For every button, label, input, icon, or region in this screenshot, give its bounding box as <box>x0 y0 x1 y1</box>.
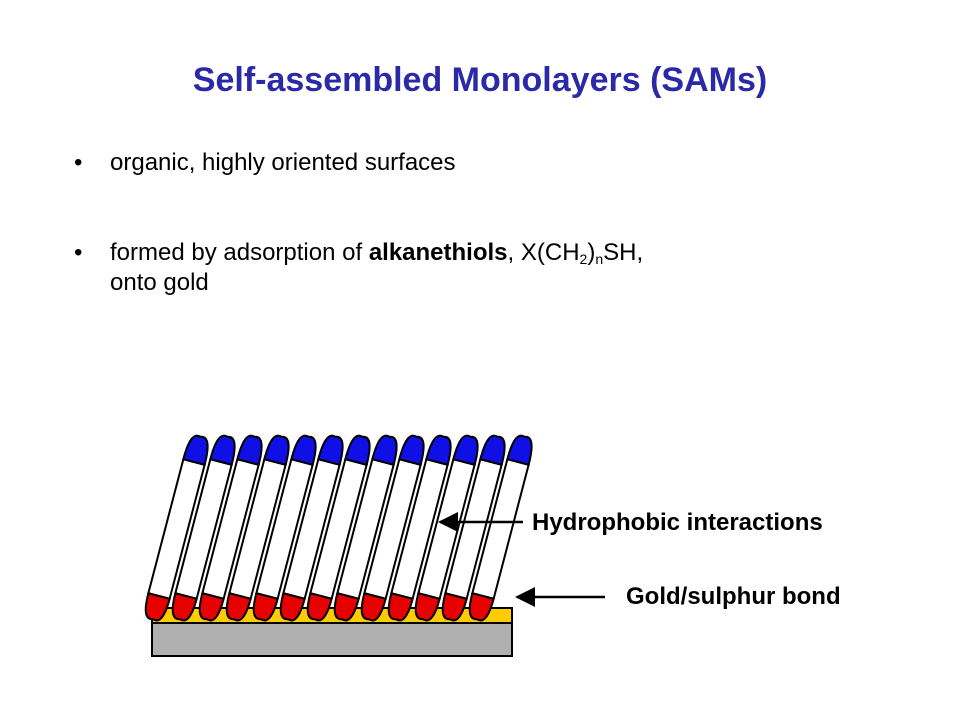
formula-subscript-2: 2 <box>579 251 588 267</box>
head-group <box>317 434 344 467</box>
bullet-marker: • <box>74 149 83 176</box>
alkanethiol-molecule <box>279 434 344 622</box>
sulphur-end <box>333 591 360 622</box>
sulphur-end <box>441 591 468 622</box>
alkanethiol-molecule <box>360 434 425 622</box>
alkanethiol-molecule <box>387 434 452 622</box>
alkanethiol-molecule <box>198 434 263 622</box>
slide-title: Self-assembled Monolayers (SAMs) <box>192 61 768 99</box>
alkanethiol-molecules <box>144 434 533 622</box>
head-group <box>479 434 506 467</box>
head-group <box>425 434 452 467</box>
head-group <box>344 434 371 467</box>
sulphur-end <box>414 591 441 622</box>
alkanethiol-molecule <box>252 434 317 622</box>
head-group <box>182 434 209 467</box>
head-group <box>236 434 263 467</box>
formula-head: X(CH <box>520 239 580 266</box>
label-hydrophobic-interactions: Hydrophobic interactions <box>532 509 823 536</box>
formula-subscript-n: n <box>595 251 604 267</box>
head-group <box>209 434 236 467</box>
bullet-alkanethiol-adsorption: • formed by adsorption of alkanethiols, … <box>74 238 850 298</box>
sulphur-end <box>306 591 333 622</box>
substrate-layer <box>151 622 513 657</box>
head-group <box>263 434 290 467</box>
sulphur-end <box>225 591 252 622</box>
bold-term-alkanethiols: alkanethiols <box>368 239 508 266</box>
sulphur-end <box>144 591 171 622</box>
formula-mid: ) <box>587 239 596 266</box>
head-group <box>506 434 533 467</box>
head-group <box>371 434 398 467</box>
bullet-text: organic, highly oriented surfaces <box>110 149 456 176</box>
sulphur-end <box>468 591 495 622</box>
alkanethiol-molecule <box>171 434 236 622</box>
alkanethiol-molecule <box>333 434 398 622</box>
sulphur-end <box>198 591 225 622</box>
sulphur-end <box>171 591 198 622</box>
alkanethiol-molecule <box>468 434 533 622</box>
head-group <box>452 434 479 467</box>
bullet-marker: • <box>74 239 83 266</box>
alkanethiol-molecule <box>144 434 209 622</box>
alkanethiol-molecule <box>225 434 290 622</box>
head-group <box>398 434 425 467</box>
alkanethiol-molecule <box>306 434 371 622</box>
head-group <box>290 434 317 467</box>
bullet-text-line2: onto gold <box>110 269 209 296</box>
bullet-text-separator: , <box>507 239 521 266</box>
alkanethiol-molecule <box>441 434 506 622</box>
bullet-text: formed by adsorption of alkanethiols, X(… <box>110 238 850 298</box>
sulphur-end <box>387 591 414 622</box>
sulphur-end <box>360 591 387 622</box>
sulphur-end <box>252 591 279 622</box>
bullet-text-prefix: formed by adsorption of <box>110 239 369 266</box>
label-gold-sulphur-bond: Gold/sulphur bond <box>626 583 841 610</box>
sulphur-end <box>279 591 306 622</box>
bullet-organic-surfaces: • organic, highly oriented surfaces <box>74 148 850 178</box>
formula-tail: SH, <box>603 239 644 266</box>
